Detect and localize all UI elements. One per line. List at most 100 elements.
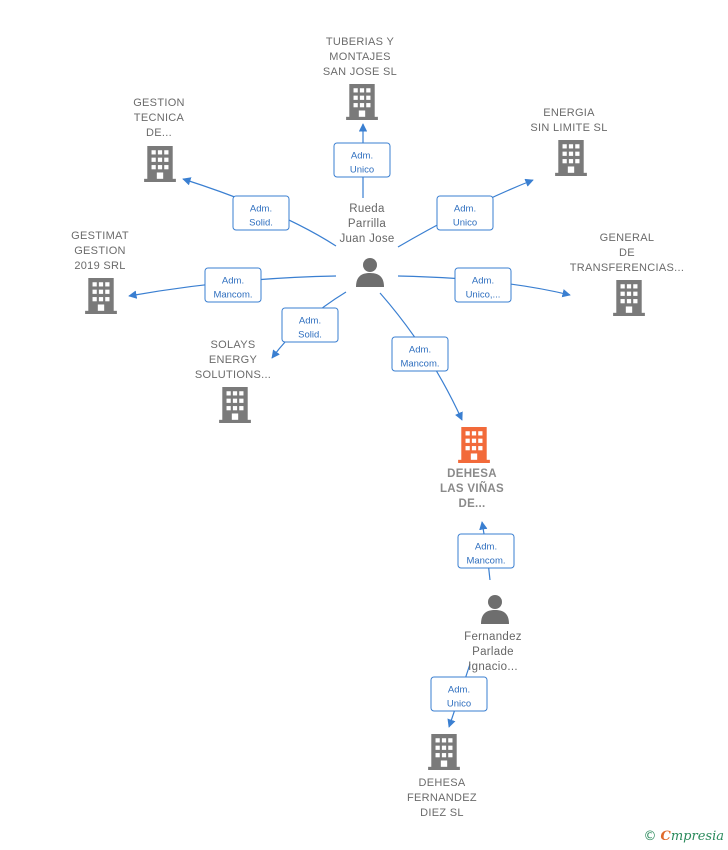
role-badge-box	[391, 336, 449, 372]
role-badge[interactable]: Adm. Mancom.	[457, 533, 515, 569]
node-label-line: GENERAL	[600, 232, 655, 244]
role-badge[interactable]: Adm. Solid.	[232, 195, 290, 231]
role-badge[interactable]: Adm. Unico	[333, 142, 391, 178]
role-badge-text: Adm.	[448, 685, 470, 696]
building-icon	[428, 734, 460, 770]
nodes-layer: TUBERIAS Y MONTAJES SAN JOSE SL GESTION TECN…	[71, 36, 684, 819]
role-badge-text: Adm.	[299, 316, 321, 327]
edge-rueda-to-dehesa_vinas: Adm. Mancom.	[379, 292, 463, 421]
node-label-line: LAS VIÑAS	[440, 482, 504, 495]
node-label-line: SIN LIMITE SL	[530, 122, 607, 134]
node-label-line: SAN JOSE SL	[323, 66, 397, 78]
edge-rueda-to-solays: Adm. Solid.	[271, 291, 347, 359]
node-label-line: DEHESA	[418, 777, 465, 789]
role-badge-text: Adm.	[351, 151, 373, 162]
brand-name: mpresia	[670, 829, 724, 844]
node-label-line: DE...	[458, 498, 485, 510]
edge-rueda-to-tuberias: Adm. Unico	[333, 123, 391, 198]
node-label-line: Juan Jose	[339, 233, 394, 245]
company-node-dehesa_vinas[interactable]: DEHESA LAS VIÑAS DE...	[440, 427, 504, 510]
brand-initial: C	[660, 829, 671, 844]
edge-rueda-to-gestion_tecnica: Adm. Solid.	[182, 177, 337, 247]
node-label-line: Ignacio...	[468, 661, 518, 673]
person-icon	[356, 258, 384, 287]
edge-fernandez-to-dehesa_vinas: Adm. Mancom.	[457, 521, 515, 581]
node-label-line: Parlade	[472, 646, 514, 658]
role-badge-text: Solid.	[298, 330, 322, 341]
node-label-line: 2019 SRL	[74, 260, 125, 272]
building-icon	[219, 387, 251, 423]
role-badge-text: Adm.	[409, 345, 431, 356]
company-node-energia[interactable]: ENERGIA SIN LIMITE SL	[530, 107, 607, 176]
role-badge-text: Unico	[350, 165, 374, 176]
role-badge-box	[281, 307, 339, 343]
node-label-line: FERNANDEZ	[407, 792, 477, 804]
role-badge[interactable]: Adm. Mancom.	[391, 336, 449, 372]
role-badge-text: Solid.	[249, 218, 273, 229]
role-badge-text: Adm.	[250, 204, 272, 215]
node-label-line: MONTAJES	[329, 51, 390, 63]
node-label-line: Fernandez	[464, 631, 522, 643]
company-node-dehesa_fernandez[interactable]: DEHESA FERNANDEZ DIEZ SL	[407, 734, 477, 819]
role-badge-text: Adm.	[222, 276, 244, 287]
node-label-line: DE	[619, 247, 635, 259]
role-badge-box	[436, 195, 494, 231]
company-node-tuberias[interactable]: TUBERIAS Y MONTAJES SAN JOSE SL	[323, 36, 397, 120]
node-label-line: DE...	[146, 127, 172, 139]
role-badge-text: Unico	[453, 218, 477, 229]
role-badge[interactable]: Adm. Unico	[436, 195, 494, 231]
node-label-line: TRANSFERENCIAS...	[570, 262, 685, 274]
role-badge-box	[333, 142, 391, 178]
node-label-line: TECNICA	[134, 112, 185, 124]
node-label-line: GESTIMAT	[71, 230, 129, 242]
node-label-line: DEHESA	[447, 468, 497, 480]
building-icon	[144, 146, 176, 182]
role-badge-text: Unico	[447, 699, 471, 710]
building-icon	[613, 280, 645, 316]
role-badge-text: Mancom.	[466, 556, 505, 567]
role-badge-text: Mancom.	[400, 359, 439, 370]
role-badge-text: Adm.	[475, 542, 497, 553]
edge-rueda-to-general: Adm. Unico,...	[397, 267, 571, 303]
role-badge-text: Unico,...	[466, 290, 501, 301]
company-node-general[interactable]: GENERAL DE TRANSFERENCIAS...	[570, 232, 685, 316]
role-badge-text: Adm.	[472, 276, 494, 287]
edges-layer: Adm.UnicoAdm.Solid.Adm.UnicoAdm.Mancom.A…	[128, 123, 571, 728]
person-node-fernandez[interactable]: FernandezParladeIgnacio...	[464, 595, 522, 673]
node-label-line: TUBERIAS Y	[326, 36, 395, 48]
edge-fernandez-to-dehesa_fernandez: Adm. Unico	[430, 663, 488, 728]
edge-rueda-to-energia: Adm. Unico	[397, 178, 534, 248]
role-badge[interactable]: Adm. Mancom.	[204, 267, 262, 303]
edge-rueda-to-gestimat: Adm. Mancom.	[128, 267, 337, 303]
node-label-line: ENERGY	[209, 354, 258, 366]
node-label-line: Parrilla	[348, 218, 386, 230]
node-label-line: GESTION	[133, 97, 185, 109]
role-badge-text: Adm.	[454, 204, 476, 215]
role-badge[interactable]: Adm. Unico	[430, 676, 488, 712]
node-label-line: Rueda	[349, 203, 385, 215]
role-badge-box	[232, 195, 290, 231]
node-label-line: DIEZ SL	[420, 807, 464, 819]
node-label-line: SOLAYS	[210, 339, 255, 351]
company-node-solays[interactable]: SOLAYS ENERGY SOLUTIONS...	[195, 339, 271, 423]
brand-logo: ©Cmpresia	[644, 829, 725, 844]
node-label-line: SOLUTIONS...	[195, 369, 271, 381]
building-icon	[555, 140, 587, 176]
company-node-gestimat[interactable]: GESTIMAT GESTION 2019 SRL	[71, 230, 129, 314]
role-badge-box	[454, 267, 512, 303]
role-badge-box	[430, 676, 488, 712]
role-badge[interactable]: Adm. Unico,...	[454, 267, 512, 303]
building-icon	[458, 427, 490, 463]
person-icon	[481, 595, 509, 624]
node-label-line: ENERGIA	[543, 107, 595, 119]
role-badge[interactable]: Adm. Solid.	[281, 307, 339, 343]
company-node-gestion_tecnica[interactable]: GESTION TECNICA DE...	[133, 97, 185, 182]
building-icon	[346, 84, 378, 120]
copyright-symbol: ©	[643, 829, 657, 844]
building-icon	[85, 278, 117, 314]
role-badge-text: Mancom.	[213, 290, 252, 301]
node-label-line: GESTION	[74, 245, 126, 257]
role-badge-box	[457, 533, 515, 569]
